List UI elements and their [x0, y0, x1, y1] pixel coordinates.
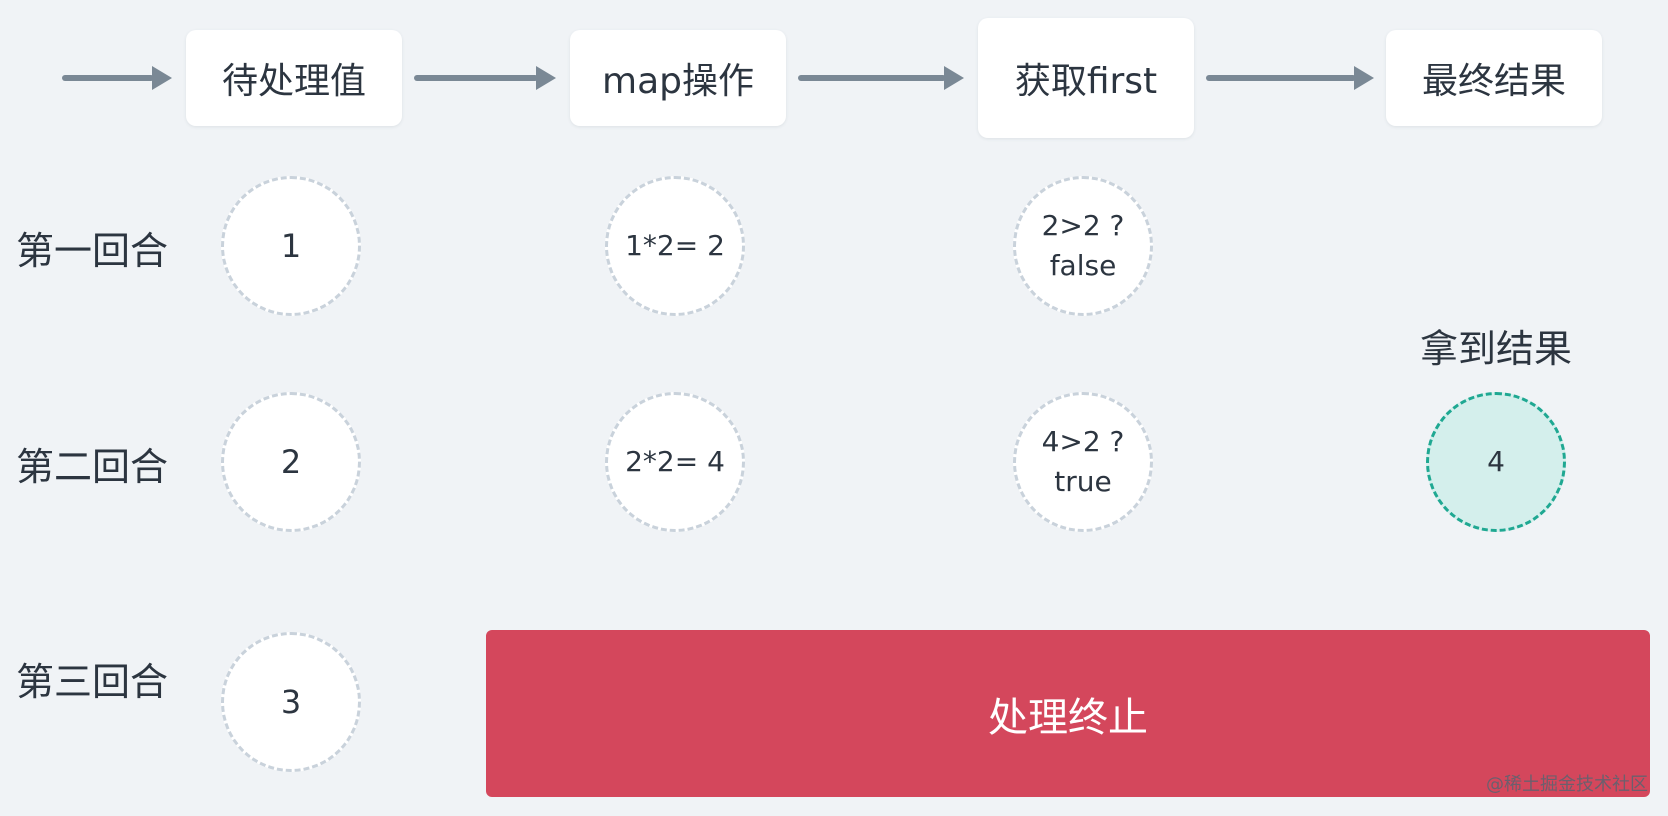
- round-1-first-circle: 2>2 ? false: [1013, 176, 1153, 316]
- round-2-first-outcome: true: [1054, 465, 1112, 498]
- step-final-result: 最终结果: [1386, 30, 1602, 126]
- round-1-label: 第一回合: [16, 228, 169, 273]
- flow-arrow-3: [1206, 66, 1374, 90]
- round-2-value-circle: 2: [221, 392, 361, 532]
- round-3-value: 3: [280, 683, 302, 721]
- step-get-first: 获取first: [978, 18, 1194, 138]
- round-1-value: 1: [280, 227, 302, 265]
- round-1-first-outcome: false: [1049, 249, 1117, 282]
- round-2-first-circle: 4>2 ? true: [1013, 392, 1153, 532]
- result-label: 拿到结果: [1419, 327, 1572, 371]
- watermark: @稀土掘金技术社区: [1486, 774, 1648, 795]
- round-1-value-circle: 1: [221, 176, 361, 316]
- flow-arrow-start: [62, 66, 172, 90]
- terminate-label: 处理终止: [988, 694, 1148, 741]
- round-1-map-text: 1*2= 2: [625, 229, 725, 262]
- round-2-label: 第二回合: [16, 444, 169, 489]
- round-2-map-text: 2*2= 4: [625, 445, 725, 478]
- round-2-value: 2: [280, 443, 302, 481]
- round-3-value-circle: 3: [221, 632, 361, 772]
- round-2-result-value: 4: [1487, 445, 1505, 478]
- terminate-banner: 处理终止: [486, 630, 1650, 797]
- round-2-result-circle: 4: [1426, 392, 1566, 532]
- step-map-operation: map操作: [570, 30, 786, 126]
- flow-arrow-1: [414, 66, 556, 90]
- round-1-map-circle: 1*2= 2: [605, 176, 745, 316]
- flow-arrow-2: [798, 66, 964, 90]
- round-2-first-condition: 4>2 ?: [1041, 425, 1125, 458]
- round-2-map-circle: 2*2= 4: [605, 392, 745, 532]
- step-pending-values: 待处理值: [186, 30, 402, 126]
- round-1-first-condition: 2>2 ?: [1041, 209, 1125, 242]
- round-3-label: 第三回合: [16, 659, 169, 704]
